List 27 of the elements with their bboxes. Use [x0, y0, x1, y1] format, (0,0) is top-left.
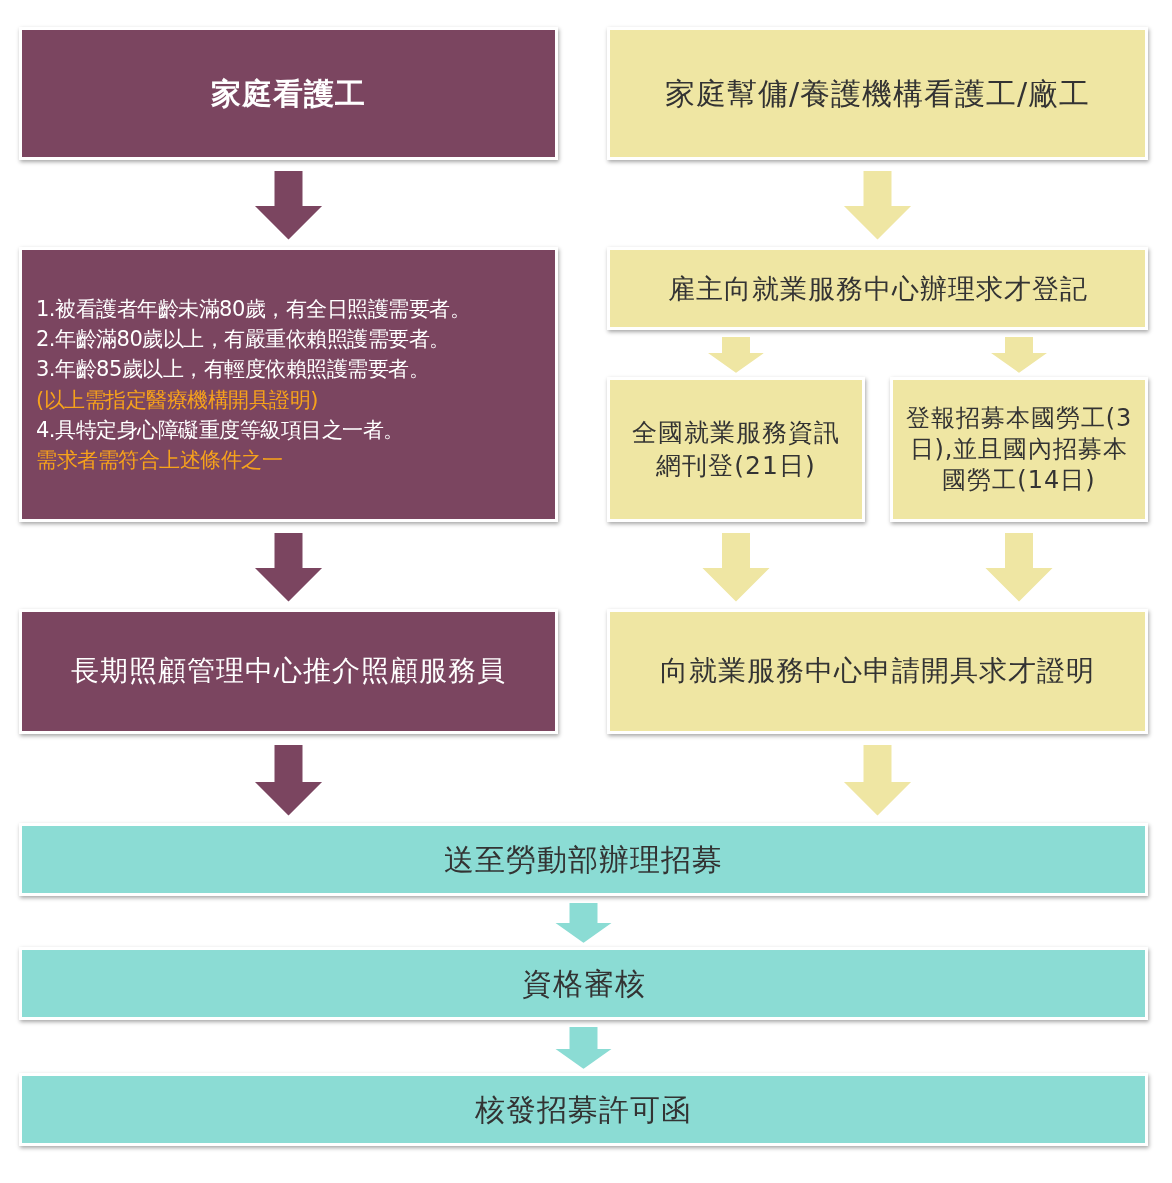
process-box: [19, 947, 1148, 1020]
step-text: 家庭看護工: [211, 75, 366, 113]
criteria-text: 1.被看護者年齡未滿80歲，有全日照護需要者。: [36, 296, 471, 324]
step-text: 資格審核: [521, 965, 646, 1003]
process-box: [19, 1073, 1148, 1146]
process-box: [19, 609, 558, 734]
step-text: 送至勞動部辦理招募: [444, 841, 723, 879]
process-box: [19, 27, 558, 160]
step-text: 向就業服務中心申請開具求才證明: [660, 653, 1095, 690]
criteria-text: 2.年齡滿80歲以上，有嚴重依賴照護需要者。: [36, 326, 450, 354]
note-text: 需求者需符合上述條件之一: [36, 446, 282, 474]
step-text: 全國就業服務資訊網刊登(21日): [631, 417, 841, 482]
process-box: [607, 377, 865, 522]
process-box: [607, 609, 1148, 734]
criteria-text: 4.具特定身心障礙重度等級項目之一者。: [36, 416, 404, 444]
step-text: 雇主向就業服務中心辦理求才登記: [667, 271, 1088, 306]
process-box: [890, 377, 1148, 522]
step-text: 登報招募本國勞工(3日),並且國內招募本國勞工(14日): [904, 402, 1134, 497]
process-box: [607, 27, 1148, 160]
step-text: 核發招募許可函: [475, 1091, 692, 1129]
criteria-box: [19, 247, 558, 522]
process-box: [19, 823, 1148, 896]
step-text: 長期照顧管理中心推介照顧服務員: [71, 653, 506, 690]
step-text: 家庭幫傭/養護機構看護工/廠工: [664, 75, 1091, 113]
process-box: [607, 247, 1148, 330]
note-text: (以上需指定醫療機構開具證明): [36, 386, 318, 414]
criteria-text: 3.年齡85歲以上，有輕度依賴照護需要者。: [36, 356, 430, 384]
